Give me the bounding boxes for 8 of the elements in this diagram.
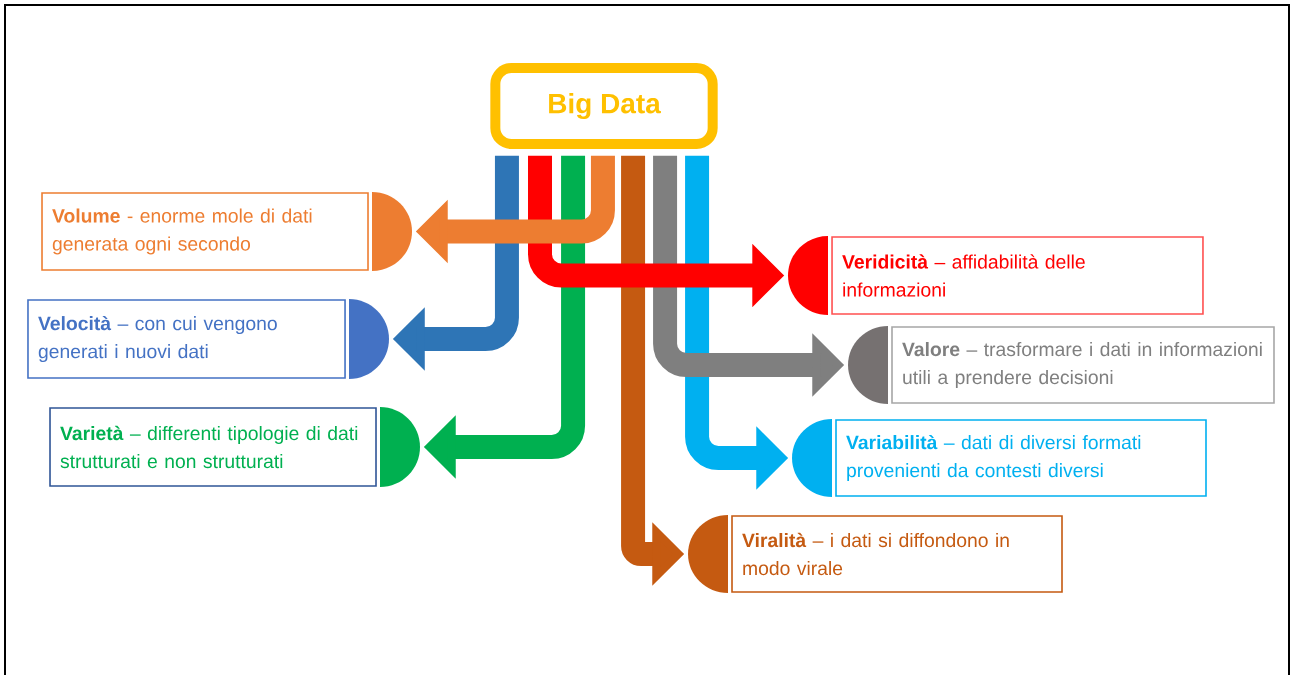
- description-box: Variabilità – dati di diversi formati provenienti da contesti diversi: [792, 419, 1207, 497]
- description-box: Viralità – i dati si diffondono in modo virale: [688, 515, 1063, 593]
- description-box: Volume - enorme mole di dati generata ogni secondo: [41, 192, 412, 271]
- description-box: Varietà – differenti tipologie di dati strutturati e non strutturati: [49, 407, 420, 487]
- description-box: Velocità – con cui vengono generati i nuovi dati: [27, 299, 389, 379]
- description-box: Veridicità – affidabilità delle informazioni: [788, 236, 1204, 315]
- title-box: Big Data: [490, 63, 718, 149]
- description-box: Valore – trasformare i dati in informazioni utili a prendere decisioni: [848, 326, 1275, 404]
